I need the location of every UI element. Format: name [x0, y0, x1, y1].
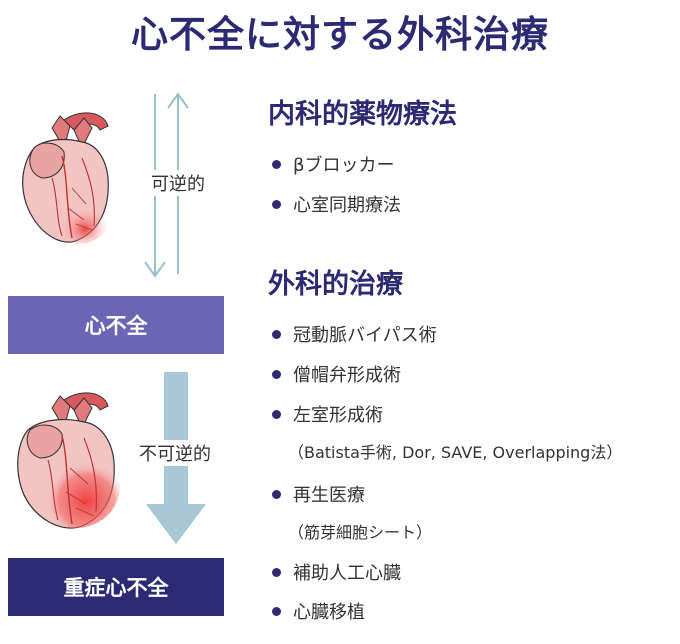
- list-item-label: 補助人工心臓: [293, 563, 401, 584]
- irreversible-label: 不可逆的: [120, 440, 230, 466]
- list-item: 心室同期療法: [272, 191, 401, 217]
- list-item: 冠動脈バイパス術: [272, 321, 437, 347]
- list-item-label: 心室同期療法: [293, 195, 401, 216]
- severe-heart-failure-box: 重症心不全: [8, 558, 224, 616]
- list-item-label: 心臓移植: [293, 602, 365, 623]
- bullet-icon: [272, 606, 281, 616]
- page-title: 心不全に対する外科治療: [131, 13, 549, 56]
- list-item: 僧帽弁形成術: [272, 361, 401, 387]
- heart-illustration-irreversible: [17, 392, 120, 529]
- bullet-icon: [272, 489, 281, 499]
- bullet-icon: [272, 159, 281, 169]
- surgical-therapy-heading: 外科的治療: [268, 269, 403, 300]
- list-item: 左室形成術: [272, 401, 383, 427]
- list-item: 心臓移植: [272, 598, 365, 624]
- list-item-label: βブロッカー: [293, 155, 395, 176]
- heart-failure-box: 心不全: [8, 296, 224, 354]
- bullet-icon: [272, 369, 281, 379]
- list-item-label: 再生医療: [293, 485, 365, 506]
- heart-illustration-reversible: [22, 112, 112, 244]
- list-item: 再生医療: [272, 481, 365, 507]
- list-item-label: 冠動脈バイパス術: [293, 325, 437, 346]
- bullet-icon: [272, 409, 281, 419]
- list-item: βブロッカー: [272, 151, 395, 177]
- lv-plasty-note: （Batista手術, Dor, SAVE, Overlapping法）: [288, 443, 623, 462]
- bullet-icon: [272, 567, 281, 577]
- list-item: 補助人工心臓: [272, 559, 401, 585]
- list-item-label: 僧帽弁形成術: [293, 365, 401, 386]
- medical-therapy-heading: 内科的薬物療法: [268, 99, 457, 130]
- bullet-icon: [272, 199, 281, 209]
- reversible-label: 可逆的: [138, 170, 218, 196]
- bullet-icon: [272, 329, 281, 339]
- list-item-label: 左室形成術: [293, 405, 383, 426]
- regenerative-note: （筋芽細胞シート）: [288, 523, 433, 542]
